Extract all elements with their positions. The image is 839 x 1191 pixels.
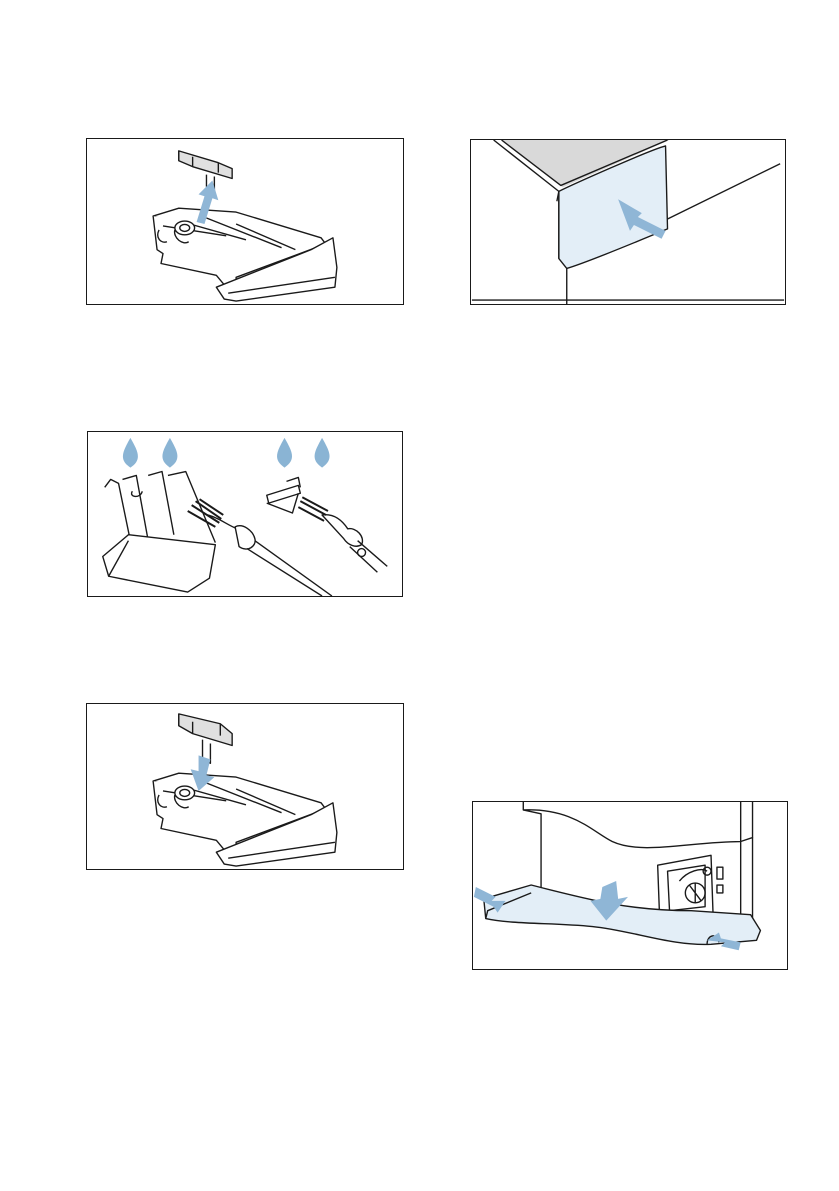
clean-with-brush-illustration — [88, 432, 402, 596]
remove-base-panel-illustration — [473, 802, 787, 969]
figure-reinsert-insert — [86, 703, 404, 870]
reinsert-insert-illustration — [87, 704, 403, 869]
water-drop-icon — [123, 438, 330, 468]
figure-remove-base-panel — [472, 801, 788, 970]
remove-insert-illustration — [87, 139, 403, 304]
figure-clean-brush — [87, 431, 403, 597]
push-drawer-illustration — [471, 140, 785, 304]
brush-bristles-icon — [188, 497, 328, 527]
figure-remove-insert — [86, 138, 404, 305]
figure-push-drawer — [470, 139, 786, 305]
